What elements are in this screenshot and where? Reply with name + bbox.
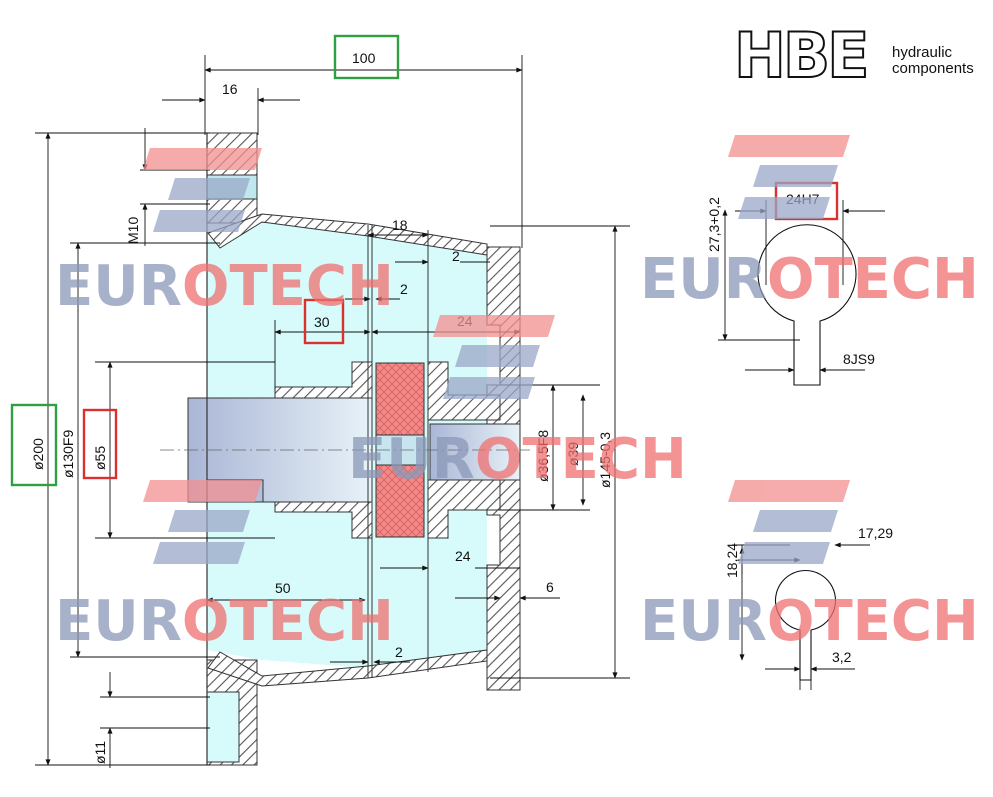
dim-m10: M10 — [125, 217, 141, 244]
dim-2-top: 2 — [452, 248, 460, 264]
svg-text:EUROTECH: EUROTECH — [55, 589, 394, 654]
logo-line1: hydraulic — [892, 44, 953, 61]
keyway2-height-label: 18,24 — [724, 543, 740, 578]
dim-2-mid: 2 — [400, 281, 408, 297]
dim-o145: ø145-0,3 — [597, 432, 613, 488]
eurotech-watermark-1: EUROTECH — [55, 148, 394, 319]
red-box-30 — [303, 298, 345, 345]
svg-text:EUROTECH: EUROTECH — [348, 427, 687, 492]
svg-text:EUROTECH: EUROTECH — [640, 247, 979, 312]
green-box-100 — [333, 34, 400, 80]
eurotech-watermark-4: EUROTECH — [640, 135, 979, 312]
eurotech-watermark-3: EUROTECH — [55, 480, 394, 654]
green-box-o200 — [10, 403, 58, 487]
eurotech-watermark-2: EUROTECH — [348, 315, 687, 492]
dim-16: 16 — [222, 81, 238, 97]
dimension-lines — [35, 55, 630, 768]
dim-6: 6 — [546, 579, 554, 595]
keyway-key-label: 8JS9 — [843, 351, 875, 367]
svg-text:EUROTECH: EUROTECH — [640, 589, 979, 654]
dim-50: 50 — [275, 580, 291, 596]
dim-o11: ø11 — [92, 741, 108, 764]
logo-line2: components — [892, 60, 974, 77]
dim-o200: ø200 — [30, 438, 46, 470]
dim-o39: ø39 — [565, 442, 581, 466]
dim-2-bottom: 2 — [395, 644, 403, 660]
dim-o55: ø55 — [92, 446, 108, 470]
watermarks: EUROTECH EUROTECH EUROTECH EUROTECH EURO… — [55, 135, 979, 654]
keyway2-width-label: 17,29 — [858, 525, 893, 541]
dim-24-bottom: 24 — [455, 548, 471, 564]
hbe-logo: HBE hydraulic components — [733, 18, 974, 93]
dim-30: 30 — [314, 314, 330, 330]
keyway2-key-label: 3,2 — [832, 649, 852, 665]
svg-text:EUROTECH: EUROTECH — [55, 254, 394, 319]
dimension-labels: 100 16 18 2 2 30 24 24 50 6 2 M10 ø200 ø… — [30, 50, 613, 764]
keyway-height-label: 27,3+0,2 — [706, 197, 722, 252]
eurotech-watermark-5: EUROTECH — [640, 480, 979, 654]
keyway-detail-2: 17,29 18,24 3,2 — [724, 525, 893, 690]
red-box-o55 — [82, 408, 118, 480]
dim-o130: ø130F9 — [60, 430, 76, 478]
logo-text: HBE — [734, 19, 867, 92]
dim-100: 100 — [352, 50, 376, 66]
dim-o36: ø36,5F8 — [535, 430, 551, 482]
dim-18: 18 — [392, 217, 408, 233]
